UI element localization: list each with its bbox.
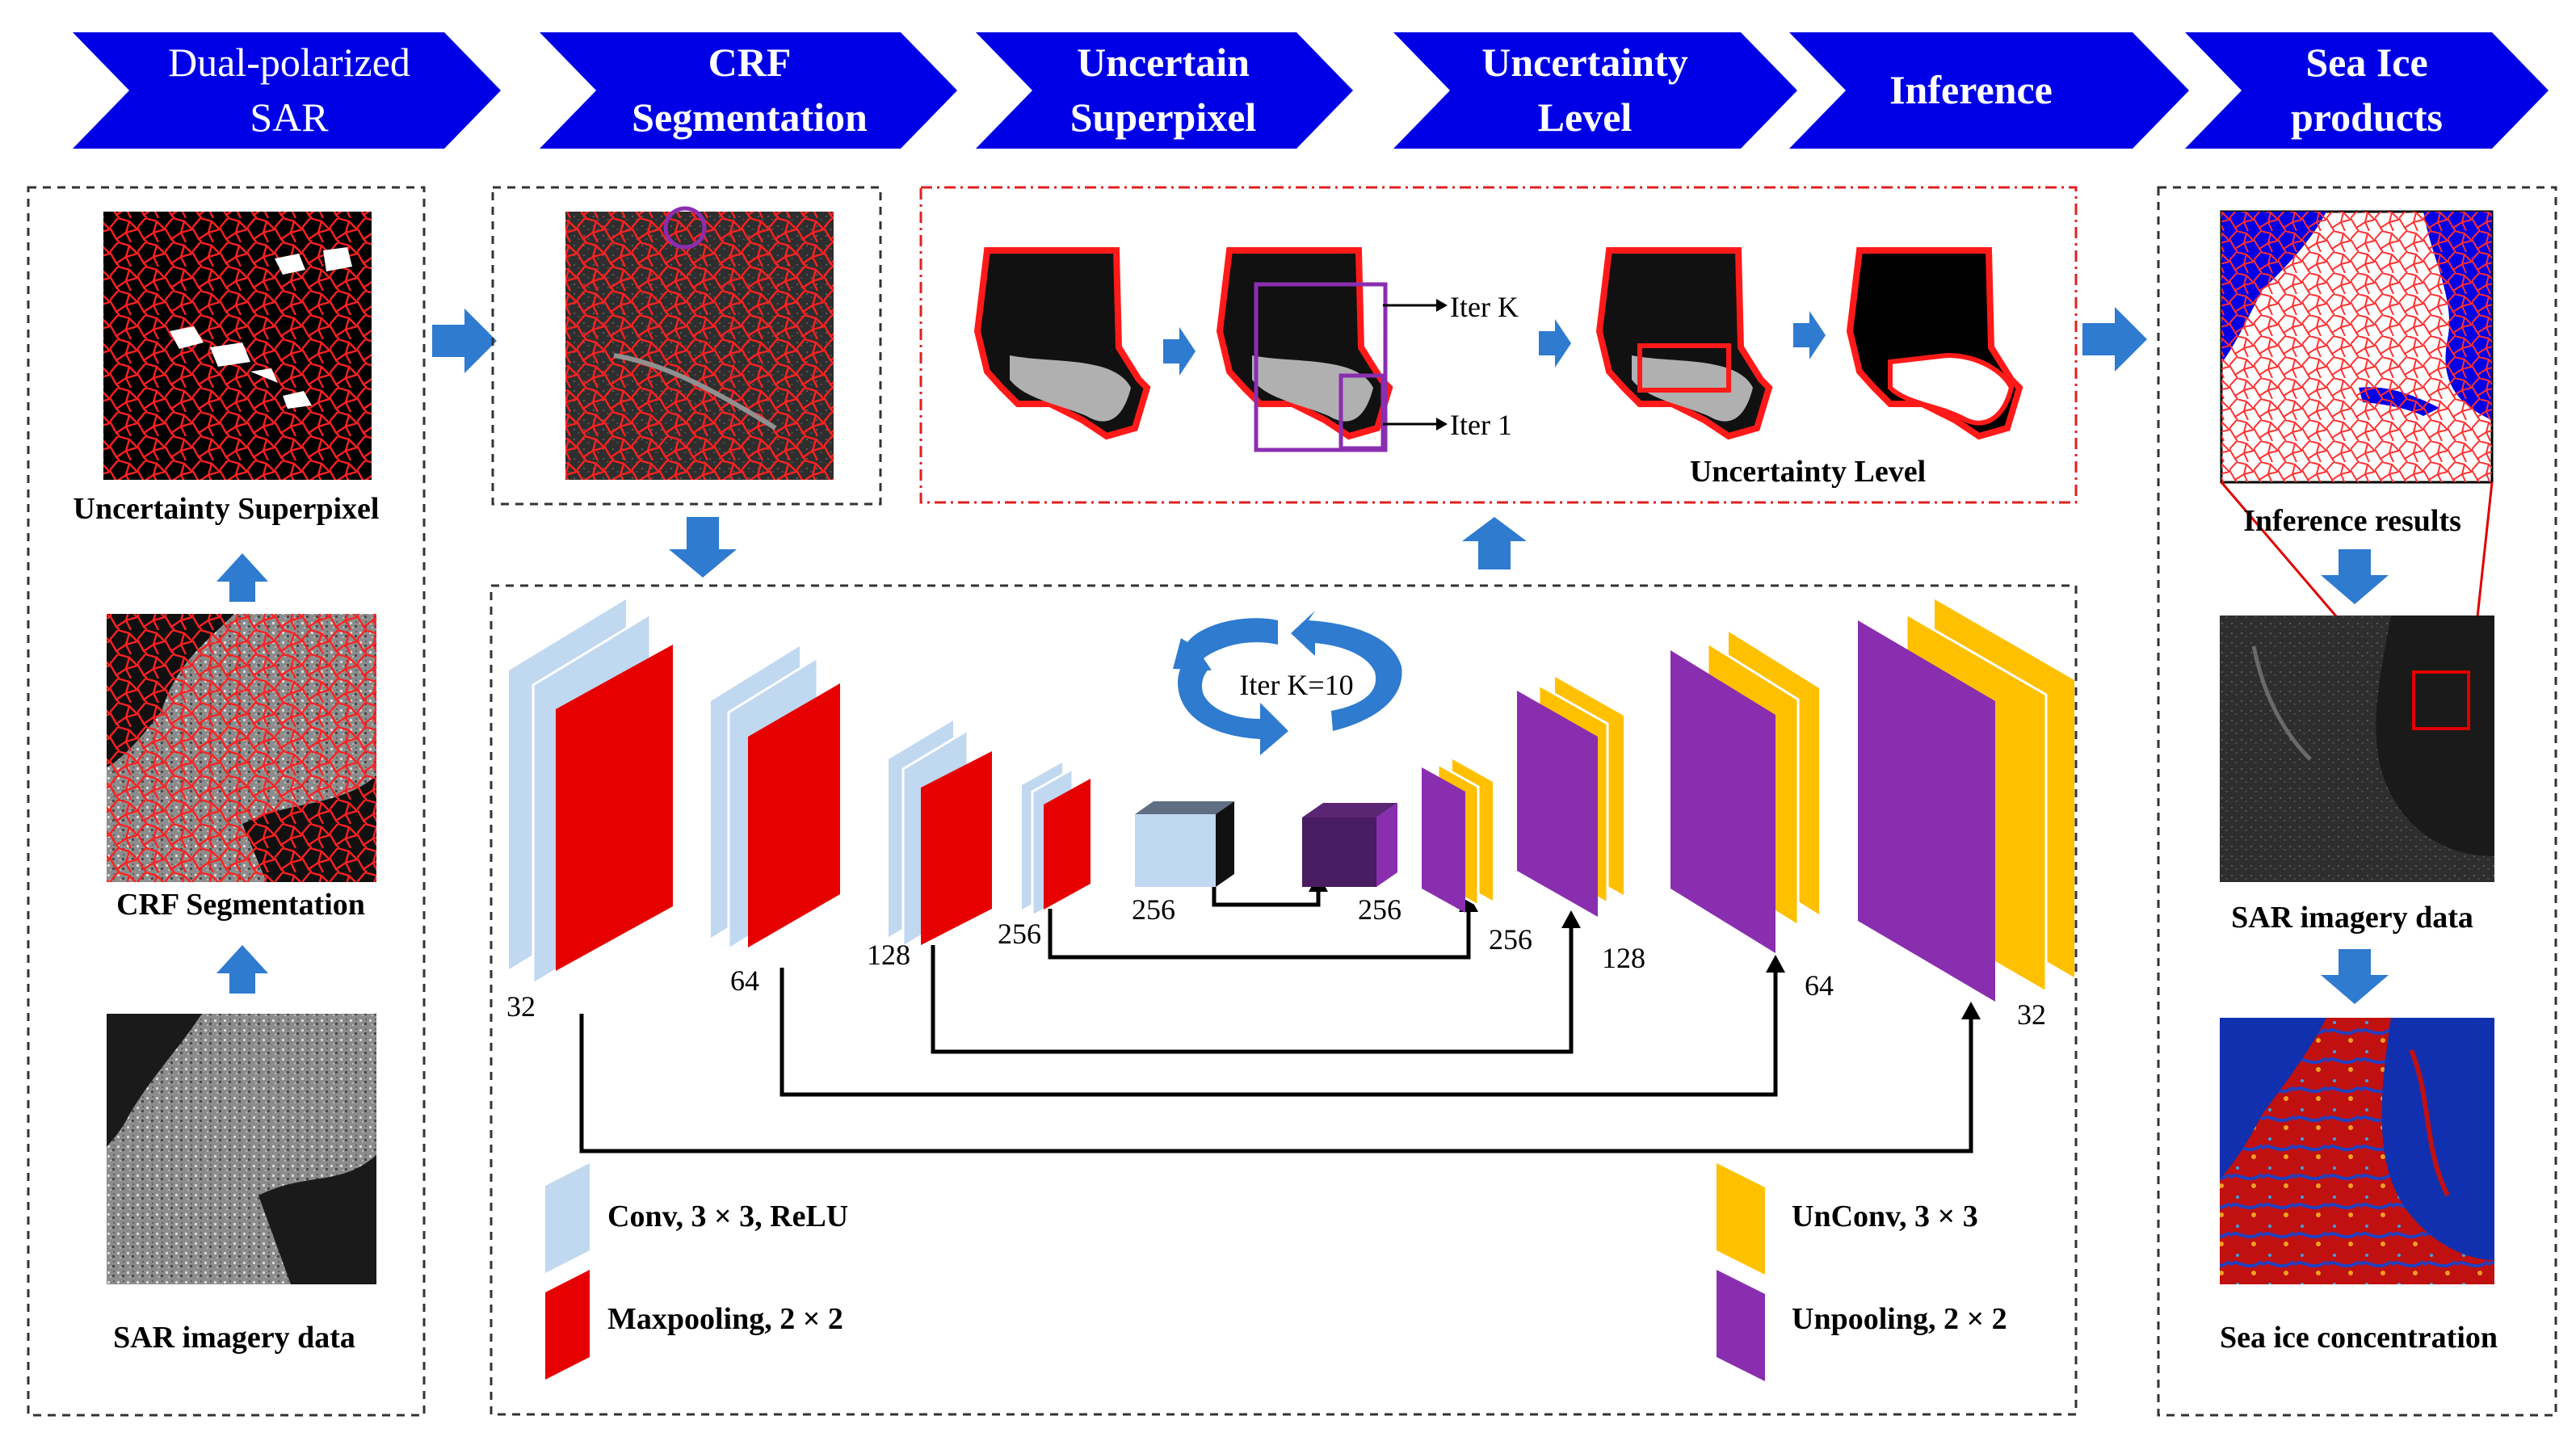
channel-label-enc3: 128 [867,939,910,971]
sea-ice-concentration-image [2220,1018,2494,1284]
crf-segmentation-image [107,614,376,882]
header-step-5: Inference [1789,32,2189,149]
channel-label-enc4: 256 [998,918,1041,950]
iter-k-pointer-head [1436,299,1448,312]
crf-panel-frame [491,186,882,506]
header-step-3: Uncertain Superpixel [976,32,1353,149]
uncertainty-level-label: Uncertainty Level [1690,455,1926,489]
inference-results-label: Inference results [2243,504,2461,538]
right-panel-frame [2157,186,2557,1417]
channel-label-dec1: 32 [2017,998,2046,1031]
inference-results-image [2220,210,2494,484]
header-step-1-line1: Dual-polarized [168,40,410,85]
legend: Conv, 3 × 3, ReLU Maxpooling, 2 × 2 UnCo… [545,1163,2007,1381]
maxpool-layer [921,751,992,945]
crf-segmentation-label: CRF Segmentation [116,888,365,922]
iter-1-label: Iter 1 [1450,409,1512,441]
header-step-3-line2: Superpixel [1070,95,1257,140]
down-arrow-icon [669,517,737,578]
header-step-1-line2: SAR [250,95,329,140]
header-step-2: CRF Segmentation [540,32,957,149]
header-step-2-line1: CRF [708,40,792,85]
legend-conv-label: Conv, 3 × 3, ReLU [607,1200,848,1233]
maxpool-layer [1044,779,1090,910]
channel-label-bottleneck-in: 256 [1132,893,1175,926]
sar-imagery-image-left [107,1014,376,1284]
decoder-block-2 [1670,632,1819,953]
uncertainty-superpixel-label: Uncertainty Superpixel [74,492,380,526]
legend-unconv-label: UnConv, 3 × 3 [1792,1200,1978,1233]
encoder-block-2 [711,646,840,952]
small-arrow-icon [1163,327,1196,376]
left-panel-frame [27,186,426,1417]
channel-label-dec2: 64 [1805,969,1834,1002]
loop-label: Iter K=10 [1239,669,1353,701]
crf-superpixel-image [565,212,834,480]
channel-label-bottleneck-out: 256 [1358,893,1401,926]
channel-label-enc2: 64 [730,964,759,997]
sar-imagery-label-right: SAR imagery data [2231,901,2473,935]
skip-arrowheads [1309,874,1981,1019]
header-step-3-line1: Uncertain [1077,40,1250,85]
legend-unconv-swatch [1717,1163,1765,1275]
header-step-4-line2: Level [1538,95,1633,140]
iteration-panel-frame [919,186,2078,504]
sar-imagery-label-left: SAR imagery data [113,1321,355,1355]
sar-imagery-image-right [2220,616,2494,882]
up-arrow-icon [216,945,268,994]
right-arrow-icon [432,309,497,373]
channel-label-dec4: 256 [1489,923,1532,956]
network-panel-frame [490,584,2078,1416]
region-stage-2 [1216,247,1393,452]
up-arrow-icon [1462,517,1527,569]
header-step-2-line2: Segmentation [632,95,868,140]
highlight-circle [663,206,707,250]
decoder-block-1 [1858,599,2074,1002]
maxpool-layer [748,683,840,947]
legend-unpool-label: Unpooling, 2 × 2 [1792,1302,2007,1336]
unpool-layer [1422,767,1465,913]
header-step-1: Dual-polarized SAR [73,32,501,149]
channel-label-enc1: 32 [506,990,536,1023]
small-arrow-icon [1793,311,1826,359]
legend-maxpool-swatch [545,1270,590,1380]
skip-connections [579,884,1973,1153]
up-arrow-icon [216,553,268,602]
down-arrow-icon [2321,549,2389,604]
unpool-layer [1858,620,1995,1002]
small-arrow-icon [1539,319,1571,368]
bottleneck-cube-out [1302,803,1397,887]
header-step-5-line1: Inference [1889,67,2053,112]
region-stage-1 [973,247,1151,440]
refresh-icon [1173,611,1402,755]
header-step-4: Uncertainty Level [1393,32,1797,149]
encoder-block-4 [1022,763,1090,918]
header-step-6: Sea Ice products [2185,32,2549,149]
unpool-layer [1517,691,1598,917]
region-stage-3 [1595,247,1773,440]
channel-label-dec3: 128 [1602,942,1645,974]
iter-k-label: Iter K [1450,291,1519,323]
right-arrow-icon [2082,307,2147,372]
down-arrow-icon [2321,949,2389,1004]
header-step-4-line1: Uncertainty [1481,40,1688,85]
legend-conv-swatch [545,1163,590,1273]
uncertainty-superpixel-image [103,212,372,480]
sea-ice-concentration-label: Sea ice concentration [2220,1321,2498,1355]
header-step-6-line2: products [2291,95,2443,140]
region-stage-4 [1846,247,2023,440]
decoder-block-3 [1517,677,1624,917]
unpool-layer [1670,650,1775,953]
encoder-block-1 [509,599,673,986]
encoder-block-3 [889,721,992,949]
iter-1-pointer-head [1436,418,1448,431]
bottleneck-cube-in [1135,801,1234,887]
legend-maxpool-label: Maxpooling, 2 × 2 [607,1302,843,1336]
maxpool-layer [556,645,673,971]
legend-unpool-swatch [1717,1270,1765,1381]
zoom-box [2412,670,2470,730]
decoder-block-4 [1422,759,1493,913]
header-step-6-line1: Sea Ice [2305,40,2427,85]
